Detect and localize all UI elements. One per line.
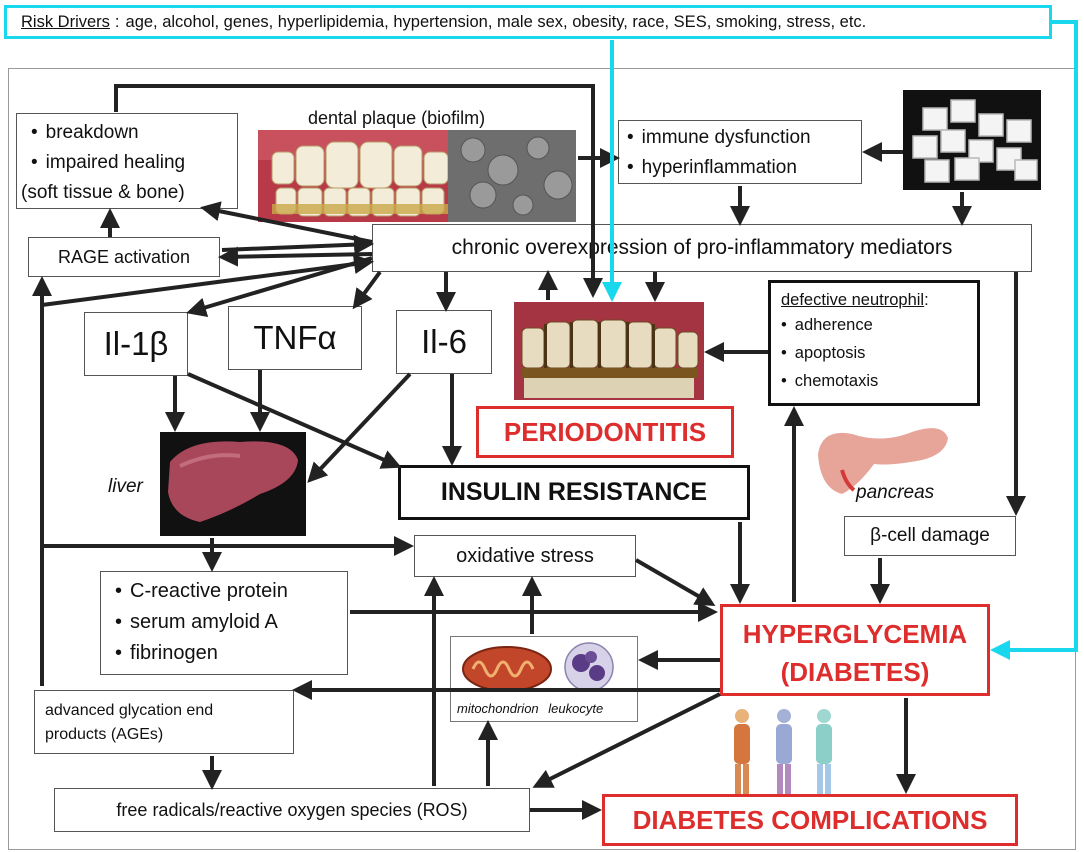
defective-neutrophil-title: defective neutrophil: [781, 291, 925, 309]
risk-drivers-label: Risk Drivers: [21, 12, 110, 31]
ros-label: free radicals/reactive oxygen species (R…: [116, 799, 468, 820]
chronic-overexpression-label: chronic overexpression of pro-inflammato…: [451, 236, 953, 259]
chronic-overexpression-box: chronic overexpression of pro-inflammato…: [372, 224, 1032, 272]
arrow-chronic-to-tnfa: [352, 270, 382, 310]
diabetes-complications-label: DIABETES COMPLICATIONS: [632, 804, 988, 835]
periodontitis-box: PERIODONTITIS: [476, 406, 734, 458]
arrow-oxidative-to-hyper: [634, 558, 716, 607]
il6-label: Il-6: [421, 323, 467, 360]
il1b-label: Il-1β: [103, 325, 169, 362]
pancreas-label: pancreas: [856, 482, 935, 503]
periodontitis-label: PERIODONTITIS: [503, 416, 707, 447]
arrow-hyper-to-ros: [532, 692, 721, 788]
cyan-arrow-to-hyperglycemia: [990, 20, 1078, 660]
chemotaxis-item: chemotaxis: [781, 367, 977, 395]
ages-line2: products (AGEs): [45, 726, 164, 743]
apoptosis-item: apoptosis: [781, 339, 977, 367]
arrow-il6-to-liver: [307, 372, 412, 483]
mitochondrion-label: mitochondrion: [457, 701, 539, 716]
immune-box: immune dysfunction hyperinflammation: [618, 120, 862, 184]
tnfa-box: TNFα: [228, 306, 362, 370]
beta-cell-damage-label: β-cell damage: [870, 525, 990, 546]
ages-box: advanced glycation end products (AGEs): [34, 690, 294, 754]
periodontitis-photo: [514, 302, 704, 400]
fibrinogen-item: fibrinogen: [115, 638, 347, 669]
ages-line1: advanced glycation end: [45, 702, 214, 719]
tnfa-label: TNFα: [253, 319, 337, 356]
diabetes-label: (DIABETES): [780, 657, 930, 687]
il1b-box: Il-1β: [84, 312, 188, 376]
c-reactive-protein-item: C-reactive protein: [115, 576, 347, 607]
arrow-chronic-to-rage: [218, 246, 373, 267]
dental-plaque-label: dental plaque (biofilm): [308, 108, 486, 128]
serum-amyloid-item: serum amyloid A: [115, 607, 347, 638]
arrow-left-to-chronic: [41, 254, 374, 307]
arrow-rage-line-to-chronic: [221, 234, 374, 255]
risk-drivers-list: age, alcohol, genes, hyperlipidemia, hyp…: [125, 12, 867, 31]
beta-cell-damage-box: β-cell damage: [844, 516, 1016, 556]
rage-activation-box: RAGE activation: [28, 237, 220, 277]
pancreas-photo: [812, 414, 952, 498]
neutrophil-title-colon: :: [924, 291, 929, 309]
il6-box: Il-6: [396, 310, 492, 374]
oxidative-stress-label: oxidative stress: [456, 544, 594, 567]
insulin-resistance-box: INSULIN RESISTANCE: [398, 465, 750, 520]
acute-phase-proteins-box: C-reactive protein serum amyloid A fibri…: [100, 571, 348, 675]
arrow-plaque-top-to-periodontitis: [114, 84, 603, 298]
insulin-resistance-label: INSULIN RESISTANCE: [440, 478, 708, 506]
liver-photo: [160, 432, 306, 536]
breakdown-item: breakdown: [31, 118, 237, 148]
dental-plaque-photo: [258, 130, 576, 222]
risk-drivers-banner: Risk Drivers: age, alcohol, genes, hyper…: [4, 5, 1052, 39]
hyperglycemia-label: HYPERGLYCEMIA: [742, 619, 968, 649]
sugar-cubes-photo: [903, 90, 1041, 190]
rage-activation-label: RAGE activation: [57, 246, 191, 267]
immune-dysfunction-item: immune dysfunction: [627, 123, 861, 153]
leukocyte-label: leukocyte: [548, 701, 604, 716]
defective-neutrophil-box: defective neutrophil: adherence apoptosi…: [768, 280, 980, 406]
impaired-healing-item: impaired healing: [31, 148, 237, 178]
adherence-item: adherence: [781, 311, 977, 339]
arrow-chronic-to-breakdown: [200, 201, 373, 244]
ros-box: free radicals/reactive oxygen species (R…: [54, 788, 530, 832]
diabetes-complications-box: DIABETES COMPLICATIONS: [602, 794, 1018, 846]
breakdown-box: breakdown impaired healing (soft tissue …: [16, 113, 238, 209]
body-systems-photo: [726, 706, 846, 796]
arrow-il1b-to-insulin: [187, 372, 402, 469]
soft-tissue-bone-text: (soft tissue & bone): [21, 182, 185, 203]
liver-label: liver: [108, 476, 143, 497]
hyperglycemia-box: HYPERGLYCEMIA (DIABETES): [720, 604, 990, 696]
cells-box: mitochondrion leukocyte: [450, 636, 638, 722]
hyperinflammation-item: hyperinflammation: [627, 153, 861, 183]
arrow-chronic-to-il1b: [186, 256, 373, 318]
